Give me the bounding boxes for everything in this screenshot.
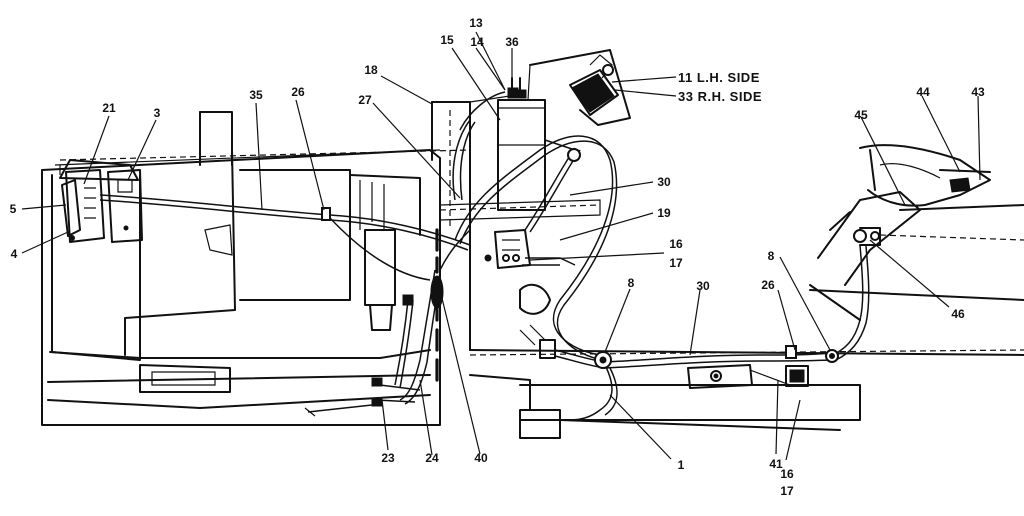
engine-block: [41, 111, 471, 426]
callout-41: 41: [769, 457, 783, 471]
harness-part-24-40: [304, 228, 444, 417]
callout-30a: 30: [657, 175, 671, 189]
callout-1: 1: [677, 458, 685, 472]
callout-18: 18: [364, 63, 378, 77]
right-mechanism: [809, 144, 1024, 321]
callout-16b: 16: [780, 467, 794, 481]
callout-19: 19: [657, 206, 671, 220]
callout-43: 43: [971, 85, 985, 99]
callout-8b: 8: [767, 249, 775, 263]
callout-26a: 26: [291, 85, 305, 99]
label-rh-side: 33 R.H. SIDE: [678, 89, 763, 104]
callout-40: 40: [474, 451, 488, 465]
harness-part-30: [454, 135, 618, 361]
callout-44: 44: [916, 85, 930, 99]
harness-part-1: [519, 244, 870, 421]
callout-5: 5: [9, 202, 17, 216]
callout-4: 4: [10, 247, 18, 261]
leader-lines: [21, 31, 981, 461]
callout-14: 14: [470, 35, 484, 49]
callout-23: 23: [381, 451, 395, 465]
callout-27: 27: [358, 93, 372, 107]
switch-part-19: [484, 229, 531, 269]
callout-36: 36: [505, 35, 519, 49]
callout-3: 3: [153, 106, 161, 120]
callout-46: 46: [951, 307, 965, 321]
callout-16a: 16: [669, 237, 683, 251]
callout-17a: 17: [669, 256, 683, 270]
harness-part-35: [99, 91, 506, 281]
callout-26b: 26: [761, 278, 775, 292]
part-3-bracket: [107, 169, 143, 243]
callout-17b: 17: [780, 484, 794, 498]
callout-15: 15: [440, 33, 454, 47]
callout-35: 35: [249, 88, 263, 102]
upper-bracket: [527, 49, 631, 126]
part-21-housing: [61, 169, 105, 243]
callout-8a: 8: [627, 276, 635, 290]
callout-45: 45: [854, 108, 868, 122]
callout-21: 21: [102, 101, 116, 115]
callout-24: 24: [425, 451, 439, 465]
callout-13: 13: [469, 16, 483, 30]
label-lh-side: 11 L.H. SIDE: [678, 70, 760, 85]
callout-30b: 30: [696, 279, 710, 293]
